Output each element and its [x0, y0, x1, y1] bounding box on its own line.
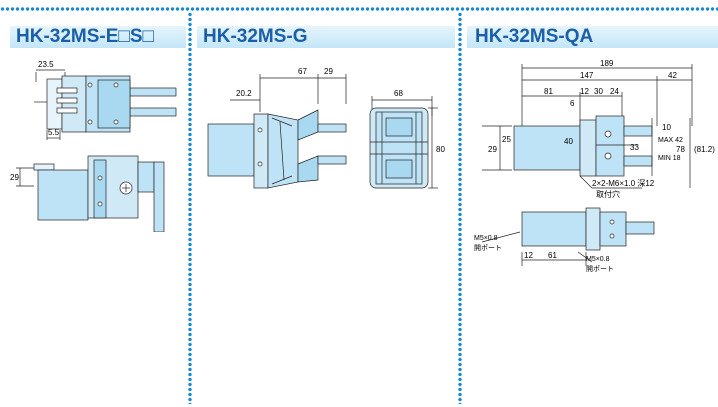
dim-80-label: 80 — [436, 145, 445, 154]
dim-5-5-label: 5.5 — [48, 128, 60, 137]
drawing-hk32ms-g: 67 29 20.2 68 80 — [207, 67, 445, 189]
panel-title-hk32ms-es: HK-32MS-E□S□ — [10, 26, 186, 48]
dim-30-label: 30 — [594, 87, 603, 96]
dim-max-42-label: MAX 42 — [658, 137, 683, 144]
panel-title-hk32ms-g: HK-32MS-G — [197, 26, 455, 48]
dim-67-label: 67 — [298, 67, 307, 76]
drawing-hk32ms-qa: 189 147 42 81 12 30 24 6 29 25 40 33 10 … — [474, 59, 715, 273]
dim-29-label: 29 — [488, 145, 497, 154]
dim-25-label: 25 — [502, 135, 511, 144]
panel-title-hk32ms-qa: HK-32MS-QA — [467, 26, 718, 48]
dim-10-label: 10 — [662, 123, 671, 132]
dim-33-label: 33 — [630, 143, 639, 152]
vertical-dotted-divider-2 — [457, 12, 463, 404]
dim-81-label: 81 — [544, 87, 553, 96]
drawing-hk32ms-es: 23.5 5.5 29 — [10, 60, 177, 232]
dim-29-label: 29 — [10, 173, 19, 182]
note-port-left-1: M5×0.8 — [474, 235, 498, 242]
dim-6-label: 6 — [570, 99, 575, 108]
vertical-dotted-divider-1 — [187, 12, 193, 404]
dim-42-label: 42 — [668, 71, 677, 80]
dim-40-label: 40 — [564, 137, 573, 146]
note-port-right-1: M5×0.8 — [586, 256, 610, 263]
dim-147-label: 147 — [580, 71, 594, 80]
dim-29-label: 29 — [324, 67, 333, 76]
dim-min-18-label: MIN 18 — [658, 155, 681, 162]
dim-23-5-label: 23.5 — [38, 60, 54, 69]
dim-61-label: 61 — [548, 251, 557, 260]
dim-68-label: 68 — [394, 89, 403, 98]
note-m6-line2: 取付穴 — [596, 189, 620, 199]
note-port-right-2: 開ポート — [586, 265, 614, 273]
dim-12b-label: 12 — [524, 251, 533, 260]
dim-81-2-label: (81.2) — [694, 145, 715, 154]
dim-20-2-label: 20.2 — [236, 89, 252, 98]
dim-189-label: 189 — [600, 59, 614, 68]
dim-78-label: 78 — [676, 145, 685, 154]
dim-24-label: 24 — [610, 87, 619, 96]
top-dotted-divider — [0, 6, 718, 12]
note-m6-line1: 2×2-M6×1.0 深12 — [592, 179, 655, 188]
dim-12-label: 12 — [580, 87, 589, 96]
note-port-left-2: 開ポート — [474, 244, 502, 252]
